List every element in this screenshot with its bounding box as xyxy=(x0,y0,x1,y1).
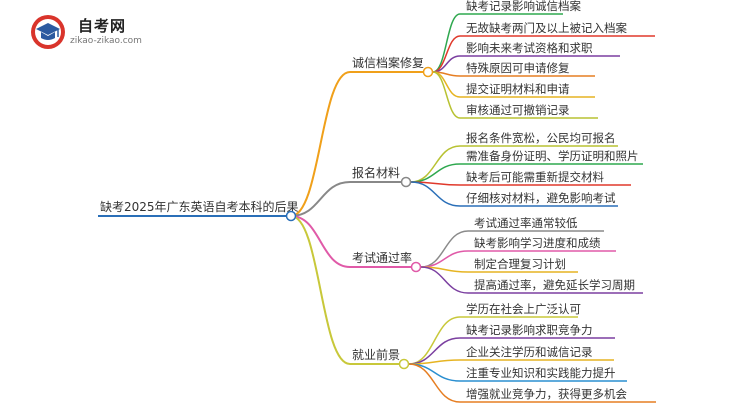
graduation-cap-icon xyxy=(31,15,65,49)
leaf-node-label: 报名条件宽松，公民均可报名 xyxy=(466,131,616,145)
leaf-link xyxy=(408,363,461,382)
branch-link xyxy=(290,181,351,217)
leaf-node-label: 缺考影响学习进度和成绩 xyxy=(474,236,601,250)
branch-link xyxy=(290,71,351,217)
leaf-node-label: 审核通过可撤销记录 xyxy=(466,103,570,117)
mindmap-nodes: 缺考2025年广东英语自考本科的后果 诚信档案修复 缺考记录影响诚信档案无故缺考两门… xyxy=(98,0,656,403)
branch-collapse-toggle[interactable] xyxy=(400,176,412,188)
branch-node-label: 就业前景 xyxy=(352,347,400,362)
leaf-node-label: 仔细核对材料，避免影响考试 xyxy=(466,191,616,205)
branch-link xyxy=(290,215,351,268)
branch-node-label: 报名材料 xyxy=(352,165,400,180)
leaf-node-label: 需准备身份证明、学历证明和照片 xyxy=(466,149,639,163)
leaf-link xyxy=(420,266,469,294)
leaf-node-label: 增强就业竞争力，获得更多机会 xyxy=(466,387,627,401)
leaf-link xyxy=(410,163,461,183)
site-url: zikao-zikao.com xyxy=(70,36,142,46)
leaf-node-label: 企业关注学历和诚信记录 xyxy=(466,345,593,359)
branch-link xyxy=(290,215,351,365)
root-collapse-toggle[interactable] xyxy=(285,210,297,222)
leaf-node-label: 影响未来考试资格和求职 xyxy=(466,41,593,55)
leaf-node-label: 无故缺考两门及以上被记入档案 xyxy=(466,21,627,35)
branch-node-label: 诚信档案修复 xyxy=(352,55,424,70)
leaf-node-label: 学历在社会上广泛认可 xyxy=(466,302,581,316)
leaf-node-label: 考试通过率通常较低 xyxy=(474,216,578,230)
leaf-node-label: 制定合理复习计划 xyxy=(474,257,566,271)
leaf-node-label: 缺考后可能需重新提交材料 xyxy=(466,170,604,184)
leaf-link xyxy=(432,71,461,119)
branch-node-label: 考试通过率 xyxy=(352,250,412,265)
leaf-node-label: 特殊原因可申请修复 xyxy=(466,61,570,75)
mindmap-links xyxy=(290,13,469,403)
leaf-node-label: 缺考记录影响诚信档案 xyxy=(466,0,581,13)
leaf-link xyxy=(420,230,469,268)
leaf-link xyxy=(420,250,469,268)
branch-collapse-toggle[interactable] xyxy=(422,66,434,78)
site-logo: 自考网 zikao-zikao.com xyxy=(30,14,170,52)
leaf-node-label: 提交证明材料和申请 xyxy=(466,82,570,96)
leaf-node-label: 提高通过率，避免延长学习周期 xyxy=(474,278,635,292)
leaf-node-label: 缺考记录影响求职竞争力 xyxy=(466,323,593,337)
leaf-link xyxy=(410,181,461,207)
leaf-link xyxy=(408,316,461,365)
leaf-link xyxy=(408,363,461,403)
site-title: 自考网 xyxy=(78,17,127,35)
branch-collapse-toggle[interactable] xyxy=(398,358,410,370)
root-node-label: 缺考2025年广东英语自考本科的后果 xyxy=(100,199,299,214)
leaf-node-label: 注重专业知识和实践能力提升 xyxy=(466,366,616,380)
branch-collapse-toggle[interactable] xyxy=(410,261,422,273)
